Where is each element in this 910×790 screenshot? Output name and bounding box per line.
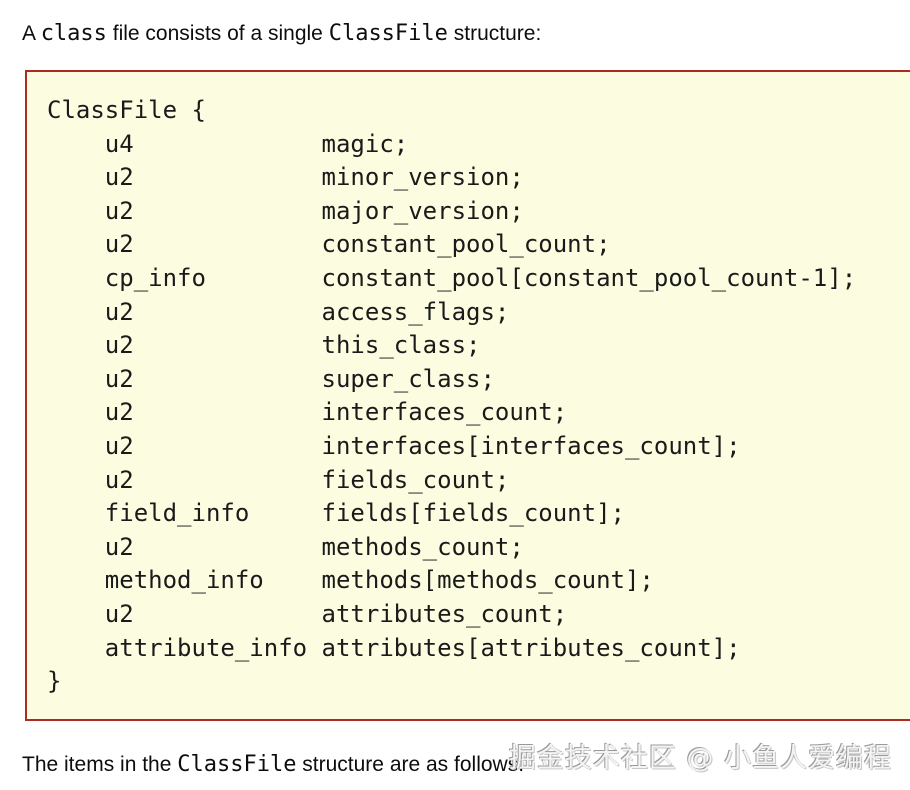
text-run: A: [22, 22, 41, 45]
code-line: u2 constant_pool_count;: [47, 230, 611, 259]
code-line: u2 interfaces_count;: [47, 398, 568, 427]
code-line: u2 methods_count;: [47, 532, 524, 561]
text-run: The items in the: [22, 753, 178, 776]
text-run: structure:: [447, 22, 542, 45]
outro-paragraph: The items in the ClassFile structure are…: [22, 751, 524, 778]
code-line: attribute_info attributes[attributes_cou…: [47, 633, 741, 662]
intro-paragraph: A class file consists of a single ClassF…: [22, 20, 541, 47]
inline-code: class: [40, 21, 107, 46]
watermark-text: 掘金技术社区 @ 小鱼人爱编程: [508, 743, 892, 774]
text-run: structure are as follows.: [296, 753, 525, 776]
code-line: u2 fields_count;: [47, 465, 510, 494]
code-line: u2 this_class;: [47, 331, 481, 360]
code-line: u2 super_class;: [47, 364, 495, 393]
code-line: u2 major_version;: [47, 196, 524, 225]
code-line: ClassFile {: [47, 96, 206, 124]
inline-code: ClassFile: [328, 21, 448, 46]
code-line: u2 access_flags;: [47, 297, 510, 326]
classfile-structure-code-block: ClassFile { u4 magic; u2 minor_version; …: [25, 70, 910, 721]
inline-code: ClassFile: [177, 752, 297, 777]
code-line: u2 interfaces[interfaces_count];: [47, 431, 741, 460]
code-line: }: [47, 667, 62, 696]
code-line: u2 attributes_count;: [47, 599, 568, 628]
code-line: cp_info constant_pool[constant_pool_coun…: [47, 263, 857, 292]
code-line: method_info methods[methods_count];: [47, 566, 654, 595]
text-run: file consists of a single: [106, 22, 329, 45]
code-line: field_info fields[fields_count];: [47, 499, 625, 528]
code-line: u2 minor_version;: [47, 163, 524, 192]
code-line: u4 magic;: [47, 129, 409, 158]
